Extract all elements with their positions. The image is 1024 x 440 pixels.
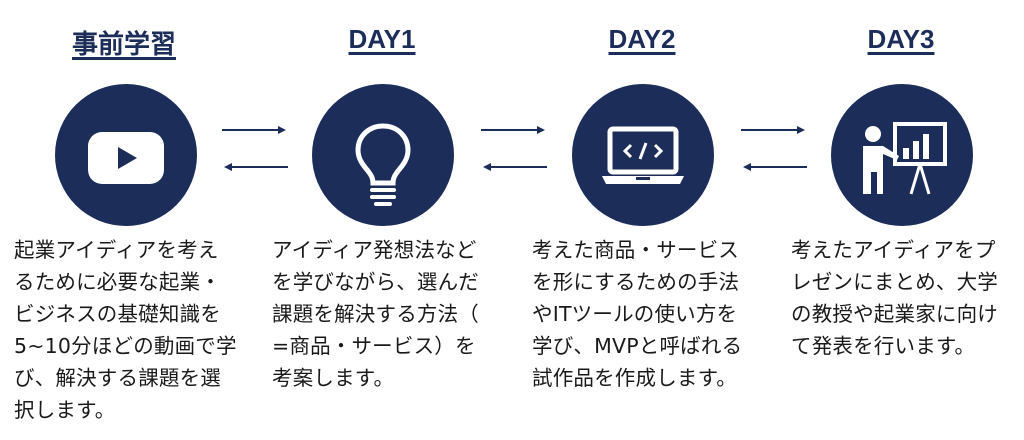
step-title: DAY1 [348, 24, 416, 54]
arrow-left [222, 162, 288, 172]
step-icon-circle [312, 84, 454, 226]
lightbulb-icon [355, 123, 411, 206]
step-icon-circle [572, 84, 714, 226]
arrow-right [481, 125, 547, 135]
step-title: DAY3 [867, 24, 935, 54]
step-title: 事前学習 [71, 29, 176, 59]
step-icon-circle [831, 84, 973, 226]
step-description: アイディア発想法など を学びながら、選んだ 課題を解決する方法（ =商品・サービ… [272, 238, 479, 390]
arrow-right [222, 125, 288, 135]
step-description: 考えた商品・サービス を形にするための手法 やITツールの使い方を 学び、MVP… [532, 238, 743, 390]
step-icon-circle [55, 84, 197, 226]
step-description: 起業アイディアを考え るために必要な起業・ ビジネスの基礎知識を 5~10分ほど… [14, 238, 237, 422]
arrow-left [481, 162, 547, 172]
step-description: 考えたアイディアをプ レゼンにまとめ、大学 の教授や起業家に向け て発表を行いま… [791, 238, 998, 358]
arrow-right [741, 125, 807, 135]
youtube-play-icon [88, 132, 164, 184]
step-title: DAY2 [608, 24, 676, 54]
presentation-icon [863, 122, 947, 195]
arrow-left [741, 162, 807, 172]
laptop-code-icon [602, 126, 684, 184]
